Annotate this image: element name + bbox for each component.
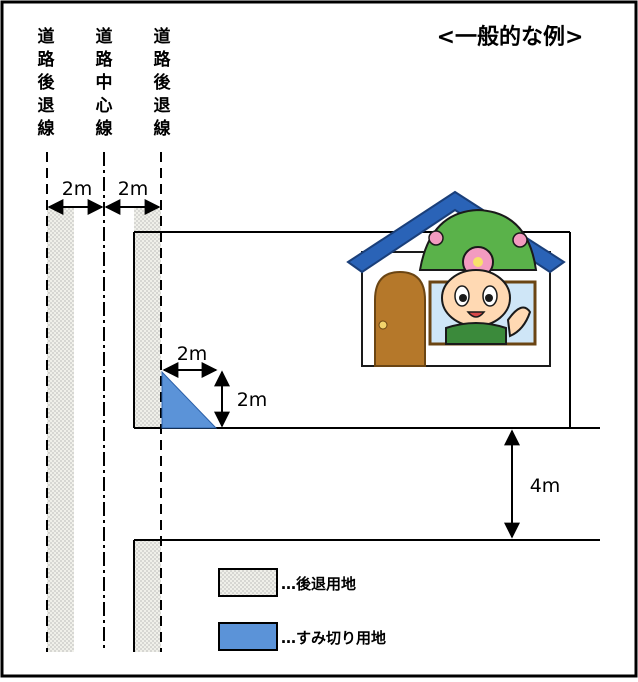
svg-text:路: 路 — [38, 49, 56, 70]
mascot-character-icon — [418, 208, 538, 345]
right-setback-strip-lower — [134, 540, 161, 652]
corner-cut-area — [161, 370, 218, 429]
svg-text:道: 道 — [154, 26, 171, 47]
left-setback-strip — [47, 207, 74, 652]
legend-corner-swatch — [218, 622, 278, 651]
right-setback-strip-upper — [134, 207, 161, 428]
road-width-label: 4m — [530, 475, 561, 497]
svg-text:後: 後 — [154, 72, 172, 93]
svg-text:中: 中 — [96, 72, 113, 93]
legend-setback-label: …後退用地 — [281, 575, 356, 593]
left-setback-width-label: 2m — [62, 178, 93, 200]
label-center-line: 道 路 中 心 線 — [96, 26, 114, 139]
svg-text:道: 道 — [38, 26, 55, 47]
corner-vertical-label: 2m — [237, 389, 268, 411]
svg-text:路: 路 — [96, 49, 114, 70]
svg-text:心: 心 — [96, 96, 113, 116]
svg-text:線: 線 — [38, 118, 55, 139]
right-setback-width-label: 2m — [118, 178, 149, 200]
svg-text:退: 退 — [154, 96, 171, 116]
svg-text:線: 線 — [154, 118, 171, 139]
corner-horizontal-label: 2m — [177, 343, 208, 365]
legend-setback-swatch — [218, 568, 278, 597]
svg-text:後: 後 — [38, 72, 56, 93]
svg-text:退: 退 — [38, 96, 55, 116]
label-left-setback-line: 道 路 後 退 線 — [38, 26, 56, 139]
legend-corner-label: …すみ切り用地 — [281, 629, 386, 647]
svg-text:線: 線 — [96, 118, 113, 139]
svg-text:道: 道 — [96, 26, 113, 47]
svg-text:路: 路 — [154, 49, 172, 70]
label-right-setback-line: 道 路 後 退 線 — [154, 26, 172, 139]
diagram-title: <一般的な例> — [437, 24, 584, 50]
